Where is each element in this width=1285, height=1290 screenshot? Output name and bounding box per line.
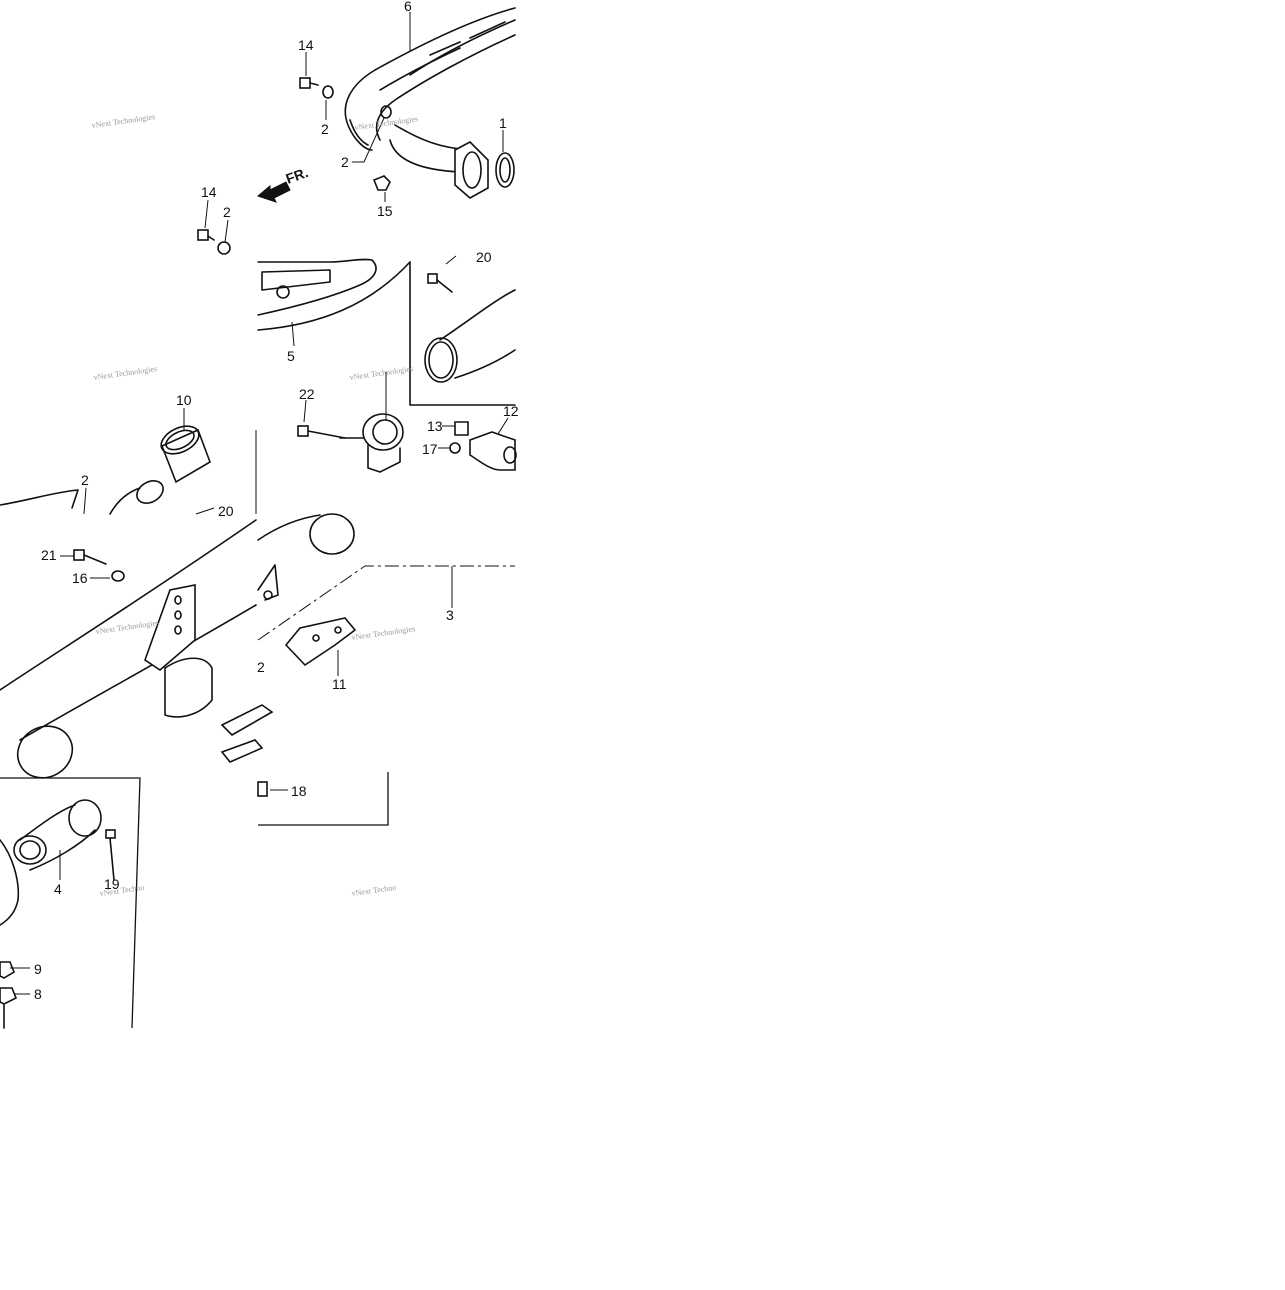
callout-1: 1: [499, 115, 507, 131]
callout-14-top: 14: [298, 37, 314, 53]
callout-3: 3: [446, 607, 454, 623]
bracket-part-11: [284, 617, 357, 667]
watermark-6: vNext Technologies: [351, 624, 416, 642]
callout-20-top: 20: [476, 249, 492, 265]
washer-part-2-lower: [217, 241, 231, 255]
callout-18: 18: [291, 783, 307, 799]
muffler-part-3: [0, 519, 257, 779]
callout-8: 8: [34, 986, 42, 1002]
muffler-body-right: [257, 513, 355, 601]
watermark-1: vNext Technologies: [91, 112, 156, 130]
callout-11: 11: [332, 676, 347, 692]
bolt-part-14-lower: [197, 229, 215, 241]
bolt-part-15: [372, 175, 391, 191]
callout-9: 9: [34, 961, 42, 977]
watermark-8: vNext Techno: [351, 883, 397, 898]
callout-16: 16: [72, 570, 88, 586]
front-arrow-icon: [256, 181, 291, 203]
washer-part-16: [111, 570, 125, 582]
bolt-part-14-top: [299, 77, 319, 89]
callout-2-mid: 2: [341, 154, 349, 170]
callout-21: 21: [41, 547, 57, 563]
screw-part-19: [105, 829, 116, 881]
pipe-part-2-lower: [0, 480, 164, 515]
callout-12: 12: [503, 403, 519, 419]
callout-5: 5: [287, 348, 295, 364]
callout-19: 19: [104, 876, 120, 892]
front-arrow-label: FR.: [284, 164, 311, 187]
exhaust-pipe-part-5: [257, 258, 411, 331]
clamp-bracket: [339, 413, 404, 473]
nut-part-17: [449, 442, 461, 454]
bracket-part-12: [469, 431, 517, 471]
heat-shield-piece: [220, 704, 274, 763]
gasket-part-9: [0, 961, 15, 979]
gasket-part-8: [0, 987, 18, 1029]
callout-2-left: 2: [81, 472, 89, 488]
bolt-part-13: [454, 421, 469, 436]
tail-pipe-part-4: [0, 799, 102, 926]
watermark-3: vNext Technologies: [93, 364, 158, 382]
watermark-4: vNext Technologies: [349, 364, 414, 382]
watermark-2: vNext Technologies: [354, 114, 419, 132]
bolt-part-21: [73, 549, 107, 565]
callout-2-muffler: 2: [257, 659, 265, 675]
callout-22: 22: [299, 386, 315, 402]
washer-part-2-top: [322, 85, 334, 99]
bolt-part-22: [297, 425, 346, 439]
bolt-part-18: [257, 781, 268, 797]
callout-2-top: 2: [321, 121, 329, 137]
callout-15: 15: [377, 203, 393, 219]
collar-part-10: [160, 425, 211, 484]
callout-2-lower: 2: [223, 204, 231, 220]
callout-17: 17: [422, 441, 438, 457]
callout-6: 6: [404, 0, 412, 14]
callout-4: 4: [54, 881, 62, 897]
exhaust-pipe-part-6: [344, 7, 516, 173]
callout-20-lower: 20: [218, 503, 234, 519]
callout-14-lower: 14: [201, 184, 217, 200]
exhaust-gasket-part-1: [495, 152, 515, 188]
callout-10: 10: [176, 392, 192, 408]
collar-part-10-right: [409, 261, 516, 406]
bolt-part-20-top: [427, 273, 453, 293]
exhaust-flange: [454, 141, 489, 199]
callout-13: 13: [427, 418, 443, 434]
